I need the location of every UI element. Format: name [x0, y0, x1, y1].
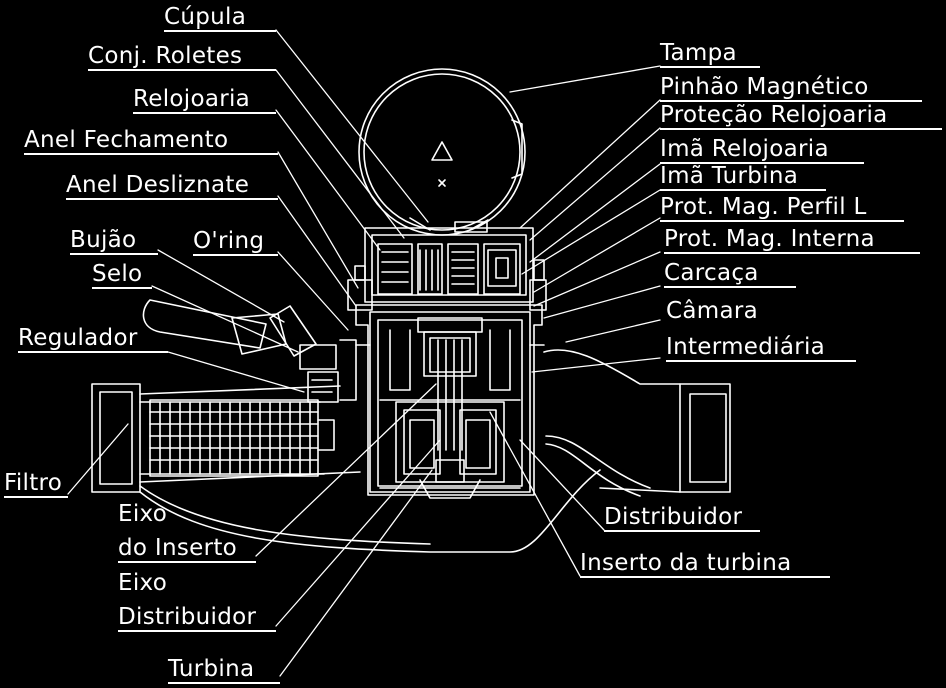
label-anel-deslizante: Anel Desliznate [66, 172, 278, 200]
label-eixo-distribuidor-line1: Eixo [118, 570, 168, 596]
label-turbina: Turbina [168, 656, 280, 684]
label-inserto-turbina: Inserto da turbina [580, 550, 830, 578]
outlet-pipe [543, 349, 731, 497]
label-cupula: Cúpula [164, 4, 276, 32]
label-distribuidor: Distribuidor [604, 504, 760, 532]
label-prot-mag-interna: Prot. Mag. Interna [664, 226, 920, 254]
label-eixo-inserto-line1: Eixo [118, 501, 168, 527]
leader-lines [67, 29, 661, 677]
label-regulador: Regulador [18, 325, 168, 353]
label-pinhao-magnetico: Pinhão Magnético [660, 74, 922, 102]
label-anel-fechamento: Anel Fechamento [24, 127, 278, 155]
regulator-assembly [142, 299, 357, 403]
label-protecao-relojoaria: Proteção Relojoaria [660, 102, 942, 130]
label-relojoaria: Relojoaria [133, 86, 276, 114]
label-camara-line2: Intermediária [666, 334, 856, 362]
label-ima-turbina: Imã Turbina [660, 163, 826, 191]
label-prot-mag-perfil-l: Prot. Mag. Perfil L [660, 194, 904, 222]
label-eixo-distribuidor-line2: Distribuidor [118, 604, 276, 632]
label-conj-roletes: Conj. Roletes [88, 43, 276, 71]
register-housing [347, 227, 547, 311]
label-camara-line1: Câmara [666, 298, 759, 324]
label-tampa: Tampa [660, 40, 760, 68]
lid-dial [358, 68, 526, 236]
label-selo: Selo [92, 261, 152, 289]
label-eixo-inserto-line2: do Inserto [118, 535, 256, 563]
inlet-pipe [91, 383, 601, 553]
label-filtro: Filtro [4, 470, 68, 498]
meter-body [355, 304, 545, 499]
label-carcaca: Carcaça [664, 260, 796, 288]
label-oring: O'ring [193, 228, 278, 256]
label-ima-relojoaria: Imã Relojoaria [660, 136, 864, 164]
label-bujao: Bujão [70, 227, 158, 255]
